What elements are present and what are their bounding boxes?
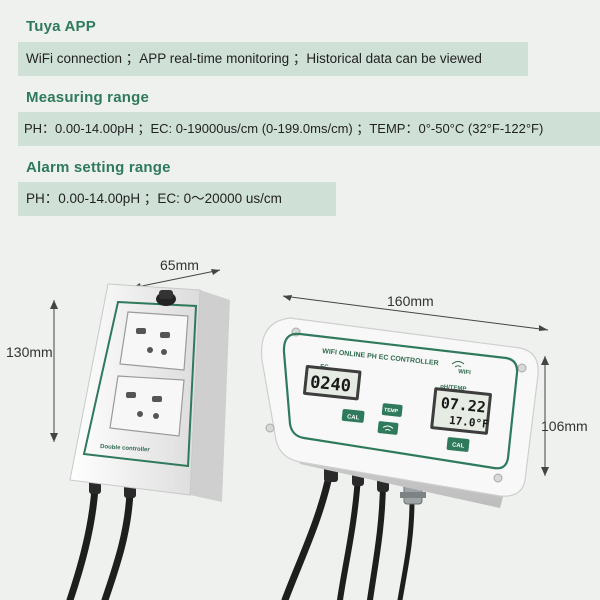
dimension-controller-width: 160mm	[282, 293, 549, 331]
power-socket-icon	[119, 311, 189, 371]
dimension-socket-height-label: 130mm	[6, 344, 53, 360]
info-bar-tuya: WiFi connection ；APP real-time monitorin…	[18, 42, 528, 76]
wifi-button[interactable]	[377, 421, 399, 435]
dimension-controller-height: 106mm	[541, 356, 588, 476]
cal-button-right-label: CAL	[452, 442, 465, 449]
temp-button[interactable]: TEMP	[381, 403, 403, 417]
cal-button-right[interactable]: CAL	[446, 437, 470, 452]
dimension-controller-width-label: 160mm	[387, 293, 434, 309]
socket-box: Double controller	[69, 283, 230, 502]
controller-body: WIFI ONLINE PH EC CONTROLLER WIFI EC 024…	[260, 317, 539, 508]
info-bar-alarm: PH：0.00-14.00pH ；EC: 0～20000 us/cm	[18, 182, 336, 216]
ph-reading: 07.22	[440, 394, 487, 417]
section-title-measuring: Measuring range	[26, 89, 150, 106]
section-title-alarm: Alarm setting range	[26, 159, 171, 176]
socket-box-label: Double controller	[100, 444, 151, 453]
dimension-socket-width-label: 65mm	[160, 257, 199, 273]
power-socket-icon	[109, 375, 185, 437]
ec-reading: 0240	[309, 372, 352, 396]
wifi-label: WIFI	[458, 369, 472, 376]
ph-temp-label: pH/TEMP	[440, 384, 467, 393]
dimension-controller-height-label: 106mm	[541, 418, 588, 434]
product-illustration: 65mm 130mm 160mm 106mm	[6, 257, 588, 600]
wifi-icon	[382, 425, 394, 432]
section-title-tuya: Tuya APP	[26, 18, 96, 35]
dimension-socket-width: 65mm	[131, 257, 221, 289]
info-bar-measuring: PH：0.00-14.00pH ；EC: 0-19000us/cm (0-199…	[18, 112, 600, 146]
temp-button-label: TEMP	[384, 407, 399, 414]
socket-cables	[66, 480, 136, 600]
cal-button-left-label: CAL	[347, 414, 360, 421]
temp-reading: 17.0°F	[448, 414, 489, 431]
dimension-socket-height: 130mm	[6, 300, 58, 442]
wifi-icon	[451, 361, 465, 368]
cal-button-left[interactable]: CAL	[341, 408, 365, 423]
